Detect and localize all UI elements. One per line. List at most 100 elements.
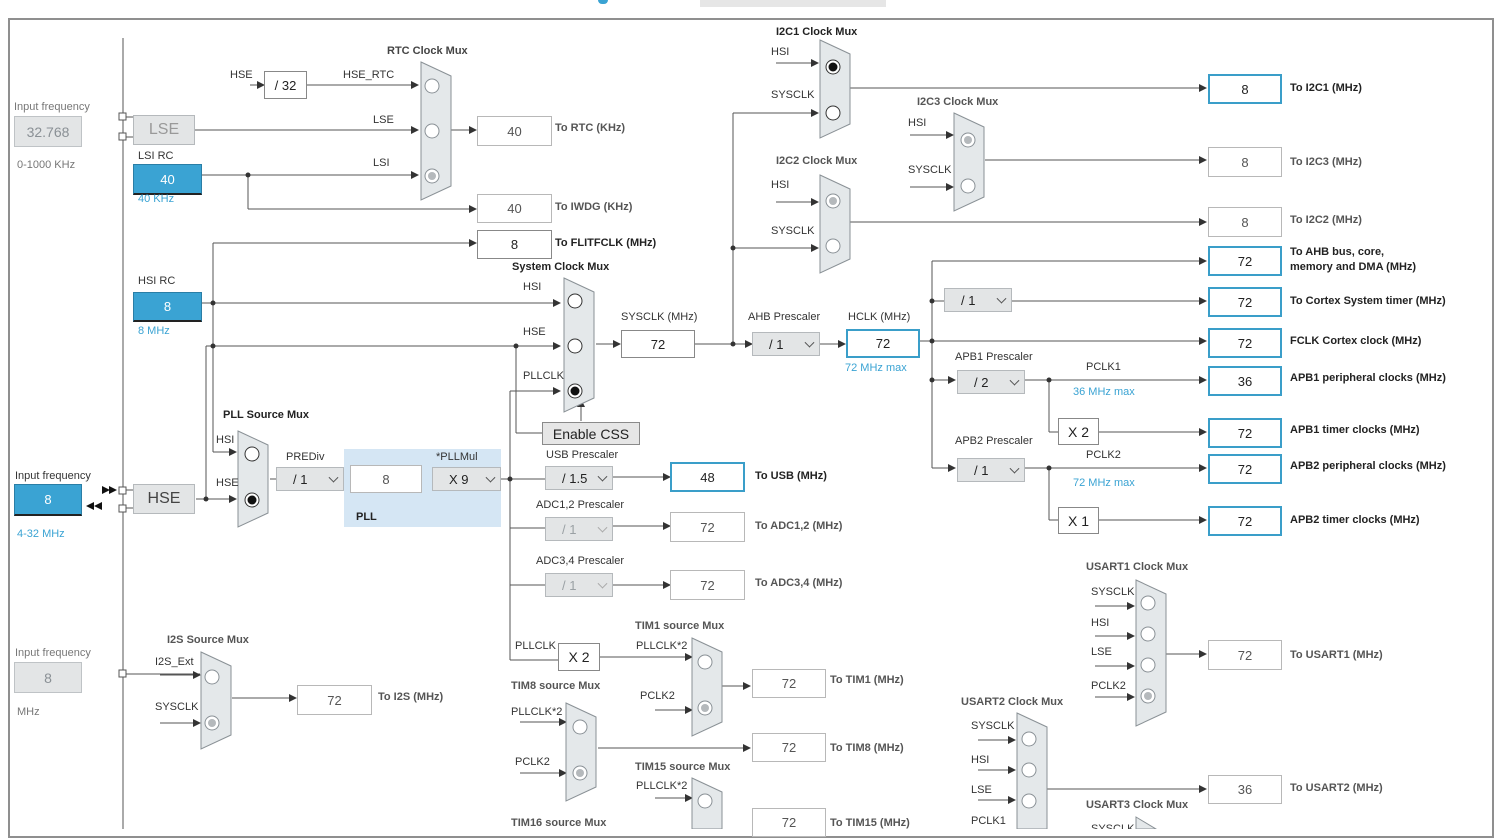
usb-prescaler-select[interactable]: / 1.5 xyxy=(545,466,613,490)
chevron-down-icon xyxy=(597,522,608,533)
i2c3-sysclk-label: SYSCLK xyxy=(908,164,952,176)
rtc-output-value[interactable]: 40 xyxy=(477,116,552,146)
hse-input-label: Input frequency xyxy=(15,470,91,482)
adc12-prescaler-select[interactable]: / 1 xyxy=(545,517,613,541)
i2s-input-field[interactable]: 8 xyxy=(14,662,82,693)
pll-src-hse-label: HSE xyxy=(216,477,239,489)
adc12-prescaler-label: ADC1,2 Prescaler xyxy=(536,499,625,511)
lsi-rc-value[interactable]: 40 xyxy=(133,164,202,195)
enable-css-button[interactable]: Enable CSS xyxy=(542,422,640,445)
fclk-output-value[interactable]: 72 xyxy=(1208,328,1282,358)
cortex-output-value[interactable]: 72 xyxy=(1208,287,1282,317)
tim15-output-value[interactable]: 72 xyxy=(752,808,826,837)
apb1-timer-label: APB1 timer clocks (MHz) xyxy=(1290,424,1420,436)
sysclk-value[interactable]: 72 xyxy=(621,330,695,358)
pllmul-value: X 9 xyxy=(449,471,469,487)
tab-indicator xyxy=(598,0,608,4)
pllmul-select[interactable]: X 9 xyxy=(432,467,501,491)
apb2-timer-value[interactable]: 72 xyxy=(1208,506,1282,536)
tim15-mux-title: TIM15 source Mux xyxy=(635,761,731,773)
i2s-source-mux-title: I2S Source Mux xyxy=(167,634,249,646)
apb2-prescaler-select[interactable]: / 1 xyxy=(957,458,1025,482)
hsi-rc-value[interactable]: 8 xyxy=(133,292,202,322)
lse-input-field[interactable]: 32.768 xyxy=(14,116,82,147)
top-tab[interactable] xyxy=(700,0,886,7)
hclk-label: HCLK (MHz) xyxy=(848,311,911,323)
i2s-output-label: To I2S (MHz) xyxy=(378,691,444,703)
chevron-down-icon xyxy=(328,472,339,483)
usart1-output-value[interactable]: 72 xyxy=(1208,640,1282,670)
adc34-prescaler-value: / 1 xyxy=(562,577,577,593)
pll-label: PLL xyxy=(356,511,377,523)
sysmux-hsi-label: HSI xyxy=(523,281,542,293)
adc12-output-label: To ADC1,2 (MHz) xyxy=(755,520,843,532)
apb1-prescaler-label: APB1 Prescaler xyxy=(955,351,1033,363)
apb1-timer-value[interactable]: 72 xyxy=(1208,418,1282,448)
lse-oscillator[interactable]: LSE xyxy=(133,115,195,145)
tim16-mux-title: TIM16 source Mux xyxy=(511,817,607,829)
hclk-value[interactable]: 72 xyxy=(846,329,920,358)
i2s-input-label: Input frequency xyxy=(15,647,91,659)
prediv-value: / 1 xyxy=(293,471,308,487)
i2c2-output-value[interactable]: 8 xyxy=(1208,207,1282,237)
iwdg-output-label: To IWDG (KHz) xyxy=(555,201,633,213)
rtc-hse-label: HSE xyxy=(230,69,253,81)
i2c1-output-value[interactable]: 8 xyxy=(1208,74,1282,104)
adc34-output-value[interactable]: 72 xyxy=(670,570,745,600)
fclk-output-label: FCLK Cortex clock (MHz) xyxy=(1290,335,1422,347)
adc12-prescaler-value: / 1 xyxy=(562,521,577,537)
ahb-output-label-2: memory and DMA (MHz) xyxy=(1290,261,1417,273)
flitfclk-output-value[interactable]: 8 xyxy=(477,230,552,259)
pll-src-hsi-label: HSI xyxy=(216,434,235,446)
apb2-peripheral-value[interactable]: 72 xyxy=(1208,454,1282,484)
hse-oscillator[interactable]: HSE xyxy=(133,484,195,514)
pllmul-label: *PLLMul xyxy=(436,451,478,463)
hclk-max: 72 MHz max xyxy=(845,362,907,374)
chevron-down-icon xyxy=(804,337,815,348)
usb-output-label: To USB (MHz) xyxy=(755,470,827,482)
pclk2-max: 72 MHz max xyxy=(1073,477,1135,489)
adc34-prescaler-select[interactable]: / 1 xyxy=(545,573,613,597)
lsi-sub: 40 KHz xyxy=(138,193,175,205)
usart1-sysclk-label: SYSCLK xyxy=(1091,586,1135,598)
ahb-prescaler-label: AHB Prescaler xyxy=(748,311,821,323)
tim8-pclk2-label: PCLK2 xyxy=(515,756,550,768)
hse-input-field[interactable]: 8 xyxy=(14,484,82,516)
i2c2-sysclk-label: SYSCLK xyxy=(771,225,815,237)
i2s-output-value[interactable]: 72 xyxy=(297,685,372,715)
pll-source-mux-title: PLL Source Mux xyxy=(223,409,309,421)
usart1-output-label: To USART1 (MHz) xyxy=(1290,649,1383,661)
apb2-peripheral-label: APB2 peripheral clocks (MHz) xyxy=(1290,460,1446,472)
i2c3-output-value[interactable]: 8 xyxy=(1208,147,1282,177)
iwdg-output-value[interactable]: 40 xyxy=(477,194,552,223)
cortex-div-select[interactable]: / 1 xyxy=(944,288,1012,312)
i2c1-sysclk-label: SYSCLK xyxy=(771,89,815,101)
tim15-pllclk2-label: PLLCLK*2 xyxy=(636,780,688,792)
rtc-output-label: To RTC (KHz) xyxy=(555,122,626,134)
rtc-div32: / 32 xyxy=(264,71,307,99)
apb1-prescaler-value: / 2 xyxy=(974,374,989,390)
tim1-output-value[interactable]: 72 xyxy=(752,669,826,698)
lsi-rc-label: LSI RC xyxy=(138,150,174,162)
ahb-output-value[interactable]: 72 xyxy=(1208,246,1282,276)
tim1-pclk2-label: PCLK2 xyxy=(640,690,675,702)
usart3-sysclk-label: SYSCLK xyxy=(1091,823,1135,829)
tim1-mux-title: TIM1 source Mux xyxy=(635,620,725,632)
pll-input-value[interactable]: 8 xyxy=(350,465,422,493)
adc12-output-value[interactable]: 72 xyxy=(670,512,745,542)
prediv-select[interactable]: / 1 xyxy=(276,467,344,491)
usb-output-value[interactable]: 48 xyxy=(670,462,745,492)
i2c3-mux-title: I2C3 Clock Mux xyxy=(917,96,999,108)
ahb-prescaler-select[interactable]: / 1 xyxy=(752,332,820,356)
apb1-prescaler-select[interactable]: / 2 xyxy=(957,370,1025,394)
apb1-peripheral-value[interactable]: 36 xyxy=(1208,366,1282,396)
tim8-mux-title: TIM8 source Mux xyxy=(511,680,601,692)
i2c1-mux-title: I2C1 Clock Mux xyxy=(776,26,858,38)
tim8-output-value[interactable]: 72 xyxy=(752,733,826,762)
chevron-down-icon xyxy=(1009,463,1020,474)
usart2-output-value[interactable]: 36 xyxy=(1208,775,1282,804)
pclk1-label: PCLK1 xyxy=(1086,361,1121,373)
system-clock-mux-title: System Clock Mux xyxy=(512,261,610,273)
sysmux-hse-label: HSE xyxy=(523,326,546,338)
chevron-down-icon xyxy=(597,471,608,482)
